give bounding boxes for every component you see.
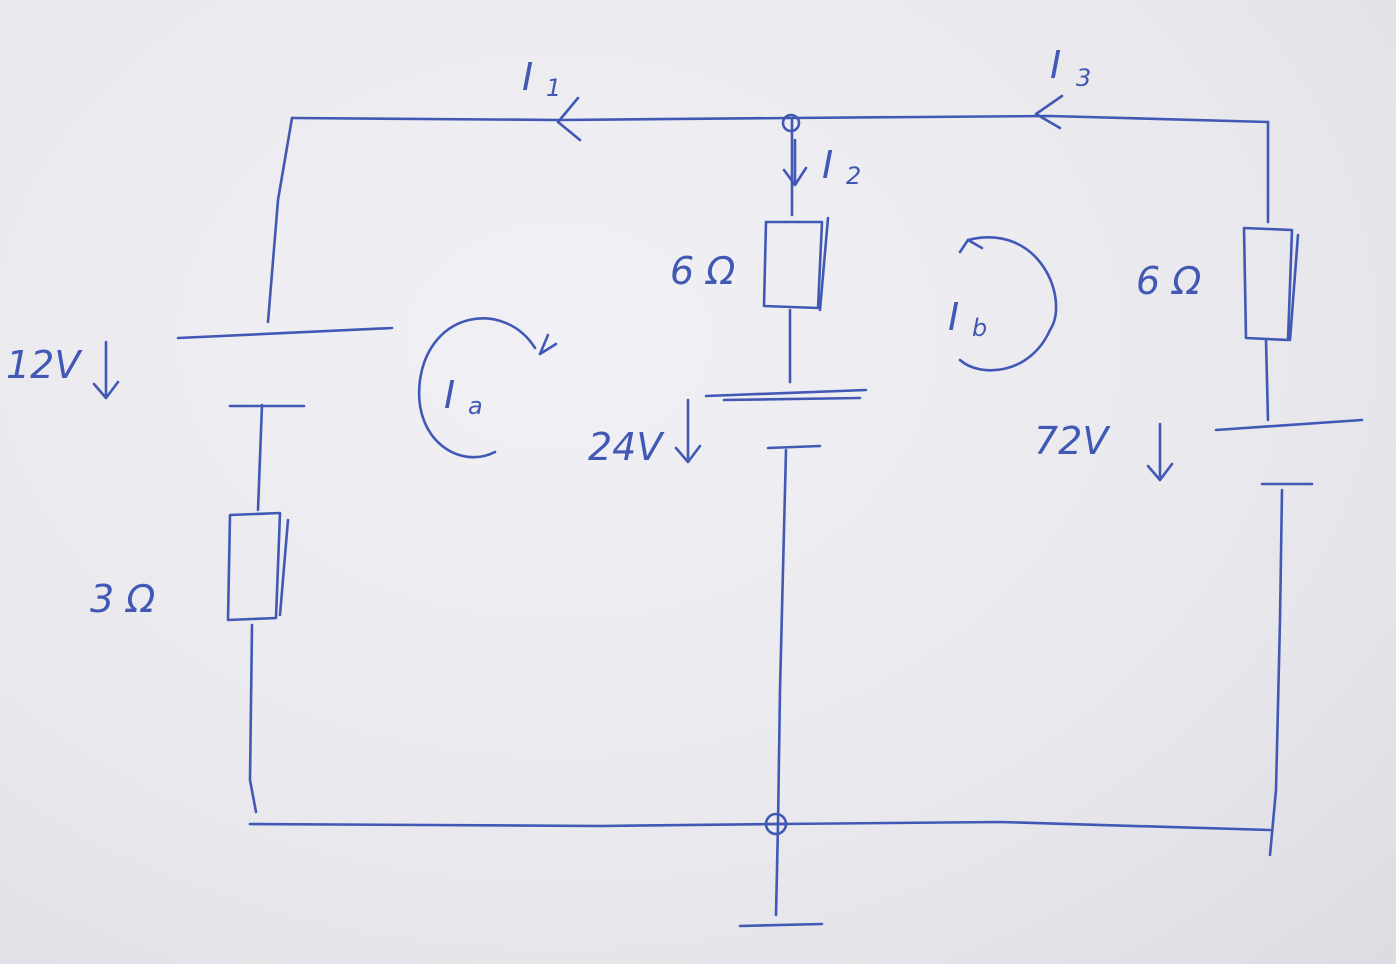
label-i3: I 3 bbox=[1050, 43, 1091, 92]
loop-b-arrow-icon bbox=[958, 236, 1058, 372]
svg-text:I: I bbox=[444, 373, 455, 417]
top-wire bbox=[290, 114, 1270, 124]
voltage-middle-arrow-icon bbox=[674, 398, 702, 464]
i1-arrow-icon bbox=[556, 96, 582, 142]
left-upper-wire bbox=[266, 116, 294, 324]
battery-right-icon bbox=[1214, 418, 1364, 486]
resistor-left-icon bbox=[226, 511, 290, 622]
label-resistor-middle: 6 Ω bbox=[670, 249, 735, 293]
label-i1: I 1 bbox=[522, 55, 561, 102]
label-loop-b: I b bbox=[948, 295, 987, 342]
svg-text:b: b bbox=[972, 314, 987, 342]
loop-a-arrow-icon bbox=[417, 317, 558, 459]
top-node bbox=[781, 113, 801, 133]
resistor-middle-icon bbox=[762, 216, 830, 312]
resistor-right-icon bbox=[1242, 226, 1300, 342]
svg-text:I: I bbox=[822, 143, 833, 187]
svg-text:a: a bbox=[468, 392, 483, 420]
middle-lower-wire bbox=[776, 448, 788, 826]
left-lower-wire bbox=[248, 623, 258, 814]
label-i2: I 2 bbox=[822, 143, 861, 190]
right-lower-wire bbox=[1268, 488, 1284, 857]
bottom-wire bbox=[248, 820, 1272, 832]
label-loop-a: I a bbox=[444, 373, 483, 420]
i2-arrow-icon bbox=[782, 138, 808, 187]
svg-text:1: 1 bbox=[546, 74, 561, 102]
battery-middle-icon bbox=[704, 388, 868, 450]
svg-text:I: I bbox=[1050, 43, 1061, 87]
svg-text:I: I bbox=[948, 295, 959, 339]
label-source-middle: 24V bbox=[588, 425, 665, 469]
svg-text:2: 2 bbox=[846, 162, 861, 190]
ground-symbol bbox=[738, 922, 824, 928]
label-source-left: 12V bbox=[6, 343, 83, 387]
voltage-right-arrow-icon bbox=[1146, 422, 1174, 482]
battery-left-icon bbox=[176, 326, 394, 408]
svg-text:3: 3 bbox=[1076, 64, 1091, 92]
label-resistor-right: 6 Ω bbox=[1136, 259, 1201, 303]
svg-text:I: I bbox=[522, 55, 533, 99]
i3-arrow-icon bbox=[1034, 94, 1064, 130]
label-source-right: 72V bbox=[1034, 419, 1111, 463]
voltage-left-arrow-icon bbox=[92, 340, 120, 400]
right-mid-wire bbox=[1264, 338, 1270, 422]
label-resistor-left: 3 Ω bbox=[90, 577, 155, 621]
ground-wire bbox=[774, 822, 780, 917]
left-mid-wire bbox=[256, 403, 264, 512]
